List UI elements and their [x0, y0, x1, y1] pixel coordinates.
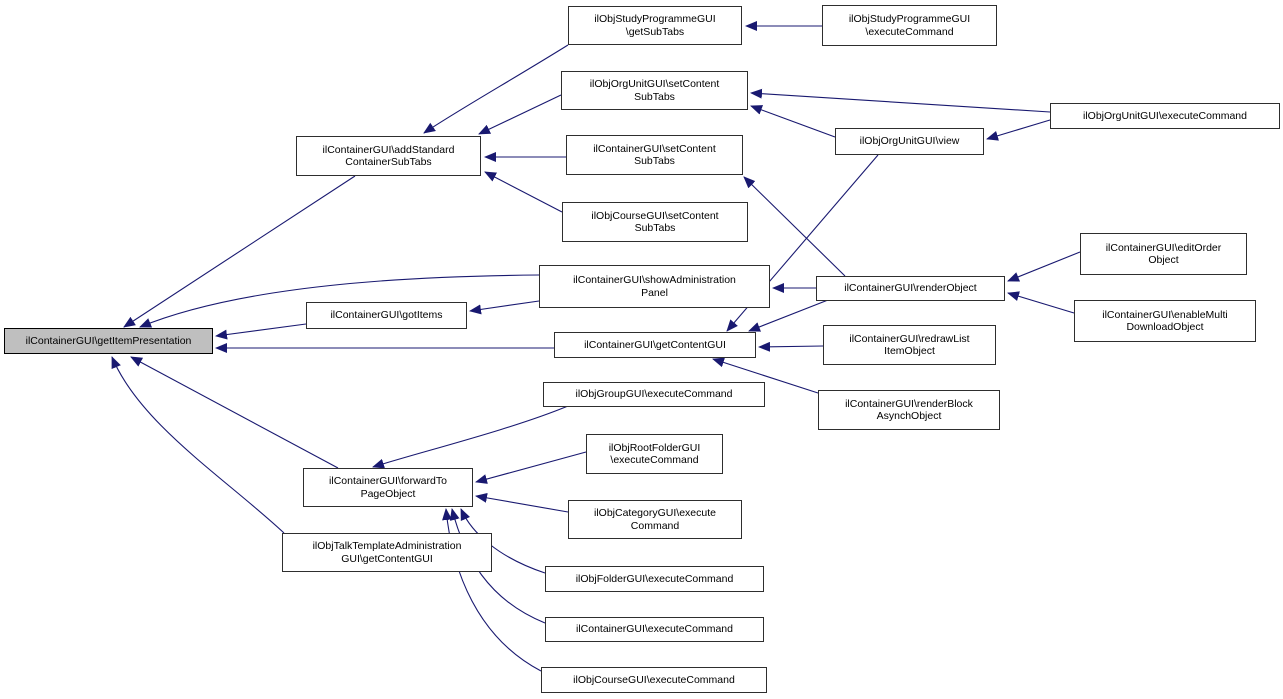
- node-label-line: GUI\getContentGUI: [341, 552, 433, 565]
- node-label-line: ilContainerGUI\renderBlock: [845, 397, 973, 410]
- edge-categoryExecuteCommand-to-forwardToPageObject: [475, 492, 569, 513]
- edge-showAdministrationPanel-to-getItemPresentation: [139, 274, 540, 328]
- node-label-line: ilContainerGUI\enableMulti: [1102, 308, 1228, 321]
- node-label-line: ilObjOrgUnitGUI\view: [859, 135, 960, 148]
- node-label-line: ilContainerGUI\addStandard: [322, 143, 455, 156]
- node-gotItems[interactable]: ilContainerGUI\gotItems: [306, 302, 467, 329]
- node-label-line: Command: [630, 519, 680, 532]
- node-label-line: SubTabs: [634, 155, 675, 167]
- edge-editOrderObject-to-renderObject: [1007, 251, 1081, 282]
- node-getItemPresentation[interactable]: ilContainerGUI\getItemPresentation: [4, 328, 213, 354]
- edge-renderObject-to-getContentGUI: [748, 299, 829, 332]
- node-label-line: ilObjRootFolderGUI: [608, 441, 701, 454]
- edge-gotItems-to-getItemPresentation: [215, 323, 307, 340]
- edge-orgUnitSetContentSubTabs-to-addStandardContainerSubTabs: [478, 94, 562, 135]
- edge-renderBlockAsynchObject-to-getContentGUI: [712, 357, 819, 394]
- node-label-line: Panel: [641, 286, 668, 299]
- node-label-line: ilObjFolderGUI\executeCommand: [575, 572, 734, 585]
- node-label-line: ilContainerGUI\redrawList: [849, 332, 970, 345]
- node-label-line: \getSubTabs: [625, 25, 685, 38]
- edge-orgUnitExecuteCommand-to-orgUnitSetContentSubTabs: [750, 88, 1051, 113]
- node-label-line: ilObjCategoryGUI\execute: [594, 507, 716, 519]
- node-label-line: PageObject: [360, 487, 416, 500]
- edge-talkTemplateGetContentGUI-to-getItemPresentation: [111, 356, 285, 534]
- node-label-line: ilObjStudyProgrammeGUI: [594, 13, 716, 25]
- node-label-line: \executeCommand: [610, 454, 699, 466]
- edges-group: [111, 21, 1081, 672]
- edge-orgUnitExecuteCommand-to-orgUnitView: [986, 119, 1051, 141]
- node-label-line: ilContainerGUI\gotItems: [330, 309, 443, 322]
- node-label-line: ilObjCourseGUI\executeCommand: [573, 673, 735, 686]
- node-label-line: ilContainerGUI\executeCommand: [576, 623, 733, 636]
- node-label-line: ilContainerGUI\forwardTo: [329, 475, 447, 487]
- edge-rootFolderExecuteCommand-to-forwardToPageObject: [475, 451, 587, 484]
- node-rootFolderExecuteCommand[interactable]: ilObjRootFolderGUI\executeCommand: [586, 434, 723, 474]
- node-label-line: ilObjStudyProgrammeGUI: [848, 13, 971, 25]
- node-label-line: Object: [1148, 254, 1179, 266]
- edge-courseSetContentSubTabs-to-addStandardContainerSubTabs: [484, 171, 563, 213]
- edge-forwardToPageObject-to-getItemPresentation: [130, 356, 339, 469]
- node-label-line: ilObjOrgUnitGUI\executeCommand: [1083, 109, 1247, 122]
- node-label-line: SubTabs: [634, 222, 676, 234]
- edge-redrawListItemObject-to-getContentGUI: [758, 341, 824, 352]
- node-studyProgGetSubTabs[interactable]: ilObjStudyProgrammeGUI\getSubTabs: [568, 6, 742, 45]
- node-label-line: ContainerSubTabs: [345, 156, 432, 168]
- node-renderObject[interactable]: ilContainerGUI\renderObject: [816, 276, 1005, 301]
- node-orgUnitView[interactable]: ilObjOrgUnitGUI\view: [835, 128, 984, 155]
- edge-showAdministrationPanel-to-gotItems: [469, 300, 540, 315]
- edge-addStandardContainerSubTabs-to-getItemPresentation: [123, 175, 356, 328]
- node-orgUnitExecuteCommand[interactable]: ilObjOrgUnitGUI\executeCommand: [1050, 103, 1280, 129]
- node-groupExecuteCommand[interactable]: ilObjGroupGUI\executeCommand: [543, 382, 765, 407]
- node-label-line: ilObjOrgUnitGUI\setContent: [589, 78, 720, 90]
- node-folderExecuteCommand[interactable]: ilObjFolderGUI\executeCommand: [545, 566, 764, 592]
- node-label-line: ilObjCourseGUI\setContent: [591, 209, 719, 222]
- node-label-line: AsynchObject: [876, 410, 942, 422]
- node-label-line: SubTabs: [634, 90, 675, 103]
- edge-enableMultiDownloadObject-to-renderObject: [1007, 291, 1075, 314]
- edge-containerExecuteCommand-to-forwardToPageObject: [449, 508, 546, 624]
- node-label-line: ilContainerGUI\getContentGUI: [584, 338, 726, 351]
- edge-studyProgGetSubTabs-to-addStandardContainerSubTabs: [423, 44, 569, 134]
- node-label-line: DownloadObject: [1126, 321, 1204, 333]
- node-containerExecuteCommand[interactable]: ilContainerGUI\executeCommand: [545, 617, 764, 642]
- node-label-line: ilContainerGUI\getItemPresentation: [25, 334, 192, 347]
- edge-orgUnitView-to-orgUnitSetContentSubTabs: [750, 105, 836, 138]
- node-getContentGUI[interactable]: ilContainerGUI\getContentGUI: [554, 332, 756, 358]
- node-label-line: ItemObject: [884, 345, 935, 357]
- node-label-line: ilContainerGUI\setContent: [593, 142, 716, 155]
- edge-groupExecuteCommand-to-forwardToPageObject: [372, 405, 569, 469]
- edge-renderObject-to-containerSetContentSubTabs: [743, 176, 846, 277]
- node-label-line: ilContainerGUI\renderObject: [844, 282, 977, 295]
- node-label-line: ilObjGroupGUI\executeCommand: [575, 388, 733, 401]
- edge-courseExecuteCommand-to-forwardToPageObject: [442, 508, 542, 672]
- node-label-line: ilContainerGUI\editOrder: [1105, 241, 1222, 254]
- node-label-line: ilContainerGUI\showAdministration: [573, 274, 736, 286]
- node-label-line: ilObjTalkTemplateAdministration: [312, 540, 462, 552]
- node-studyProgExecuteCommand[interactable]: ilObjStudyProgrammeGUI\executeCommand: [822, 5, 997, 46]
- node-courseExecuteCommand[interactable]: ilObjCourseGUI\executeCommand: [541, 667, 767, 693]
- node-label-line: \executeCommand: [865, 25, 954, 38]
